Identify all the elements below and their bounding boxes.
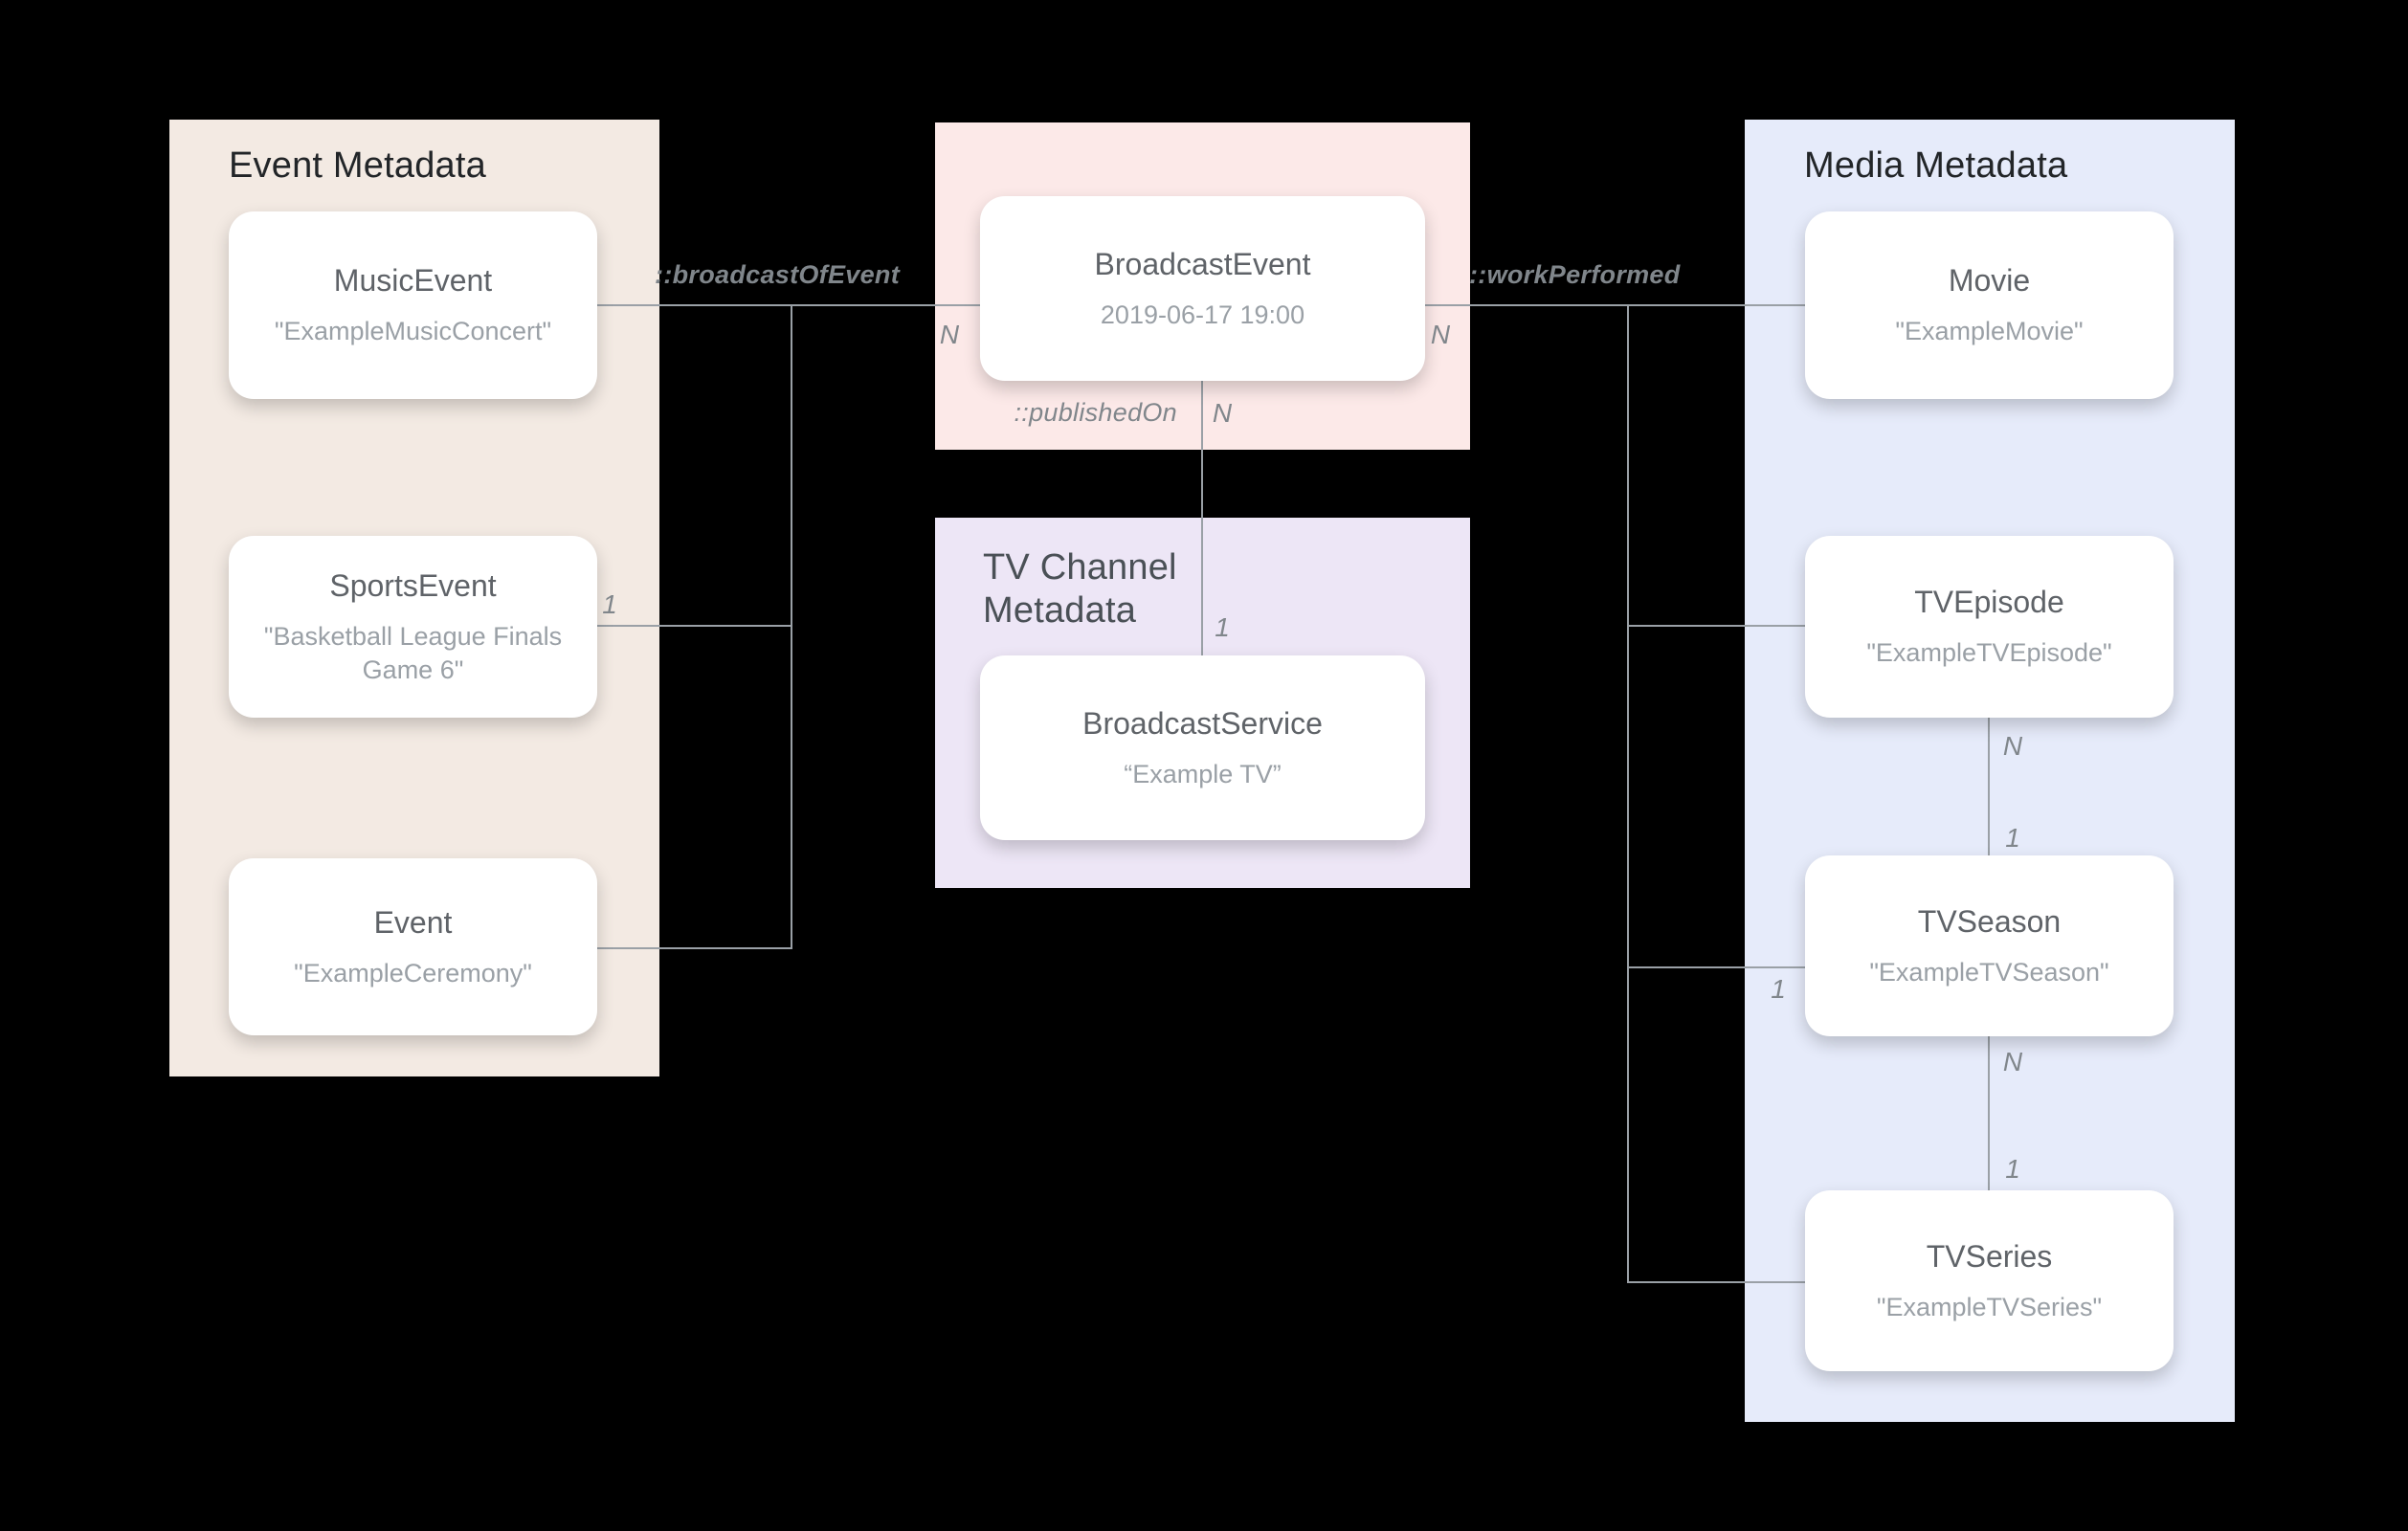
- node-title: TVSeries: [1926, 1238, 2053, 1274]
- node-title: TVEpisode: [1914, 585, 2064, 620]
- edge-tvseries-branch: [1627, 1281, 1805, 1283]
- cardinality-sports-event: 1: [602, 589, 617, 619]
- edge-sportsevent-branch: [597, 625, 792, 627]
- node-subtitle: “Example TV”: [1124, 759, 1282, 788]
- node-title: BroadcastEvent: [1094, 246, 1311, 281]
- node-subtitle: "ExampleCeremony": [294, 958, 532, 987]
- node-tv-series: TVSeries "ExampleTVSeries": [1805, 1190, 2174, 1371]
- node-title: MusicEvent: [333, 263, 493, 299]
- node-music-event: MusicEvent "ExampleMusicConcert": [229, 211, 597, 399]
- node-movie: Movie "ExampleMovie": [1805, 211, 2174, 399]
- edge-right-trunk: [1627, 304, 1629, 1283]
- relationship-label-broadcast-of-event: ::broadcastOfEvent: [655, 260, 900, 289]
- node-sports-event: SportsEvent "Basketball League Finals Ga…: [229, 536, 597, 718]
- node-title: BroadcastService: [1082, 705, 1323, 741]
- edge-event-branch: [597, 947, 792, 949]
- node-subtitle: "ExampleTVSeason": [1869, 957, 2109, 987]
- node-title: Event: [373, 904, 453, 940]
- event-metadata-title: Event Metadata: [229, 145, 486, 186]
- node-subtitle: "ExampleMovie": [1895, 317, 2084, 346]
- edge-left-trunk: [791, 304, 792, 949]
- node-broadcast-event: BroadcastEvent 2019-06-17 19:00: [980, 196, 1425, 381]
- cardinality-season-series-top: N: [2002, 1047, 2023, 1076]
- node-broadcast-service: BroadcastService “Example TV”: [980, 655, 1425, 840]
- node-title: TVSeason: [1917, 903, 2062, 939]
- relationship-label-work-performed: ::workPerformed: [1469, 260, 1681, 289]
- node-tv-season: TVSeason "ExampleTVSeason": [1805, 855, 2174, 1036]
- cardinality-published-top: N: [1212, 398, 1233, 428]
- tv-channel-metadata-title: TV Channel Metadata: [983, 547, 1177, 631]
- cardinality-broadcast-right: N: [1430, 320, 1451, 349]
- node-event: Event "ExampleCeremony": [229, 858, 597, 1035]
- edge-tvseason-tvseries: [1988, 1036, 1990, 1190]
- edge-broadcastevent-broadcastservice: [1201, 381, 1203, 655]
- edge-tvseason-branch: [1627, 966, 1805, 968]
- cardinality-season-series-bottom: 1: [2005, 1154, 2020, 1184]
- node-subtitle: 2019-06-17 19:00: [1100, 300, 1305, 329]
- edge-musicevent-broadcastevent: [597, 304, 980, 306]
- relationship-label-published-on: ::publishedOn: [1014, 398, 1177, 427]
- cardinality-episode-season-bottom: 1: [2005, 823, 2020, 853]
- node-subtitle: "Basketball League Finals Game 6": [263, 621, 563, 684]
- node-subtitle: "ExampleTVEpisode": [1866, 638, 2112, 668]
- node-subtitle: "ExampleMusicConcert": [274, 317, 552, 346]
- media-metadata-title: Media Metadata: [1804, 145, 2068, 186]
- cardinality-published-bottom: 1: [1215, 612, 1230, 642]
- cardinality-episode-season-top: N: [2002, 731, 2023, 761]
- node-subtitle: "ExampleTVSeries": [1876, 1292, 2103, 1321]
- edge-tvepisode-tvseason: [1988, 718, 1990, 855]
- node-tv-episode: TVEpisode "ExampleTVEpisode": [1805, 536, 2174, 718]
- edge-broadcastevent-movie: [1425, 304, 1805, 306]
- cardinality-tvseason-branch: 1: [1771, 974, 1786, 1004]
- node-title: Movie: [1948, 263, 2031, 299]
- node-title: SportsEvent: [329, 567, 497, 603]
- cardinality-broadcast-left: N: [939, 320, 960, 349]
- edge-tvepisode-branch: [1627, 625, 1805, 627]
